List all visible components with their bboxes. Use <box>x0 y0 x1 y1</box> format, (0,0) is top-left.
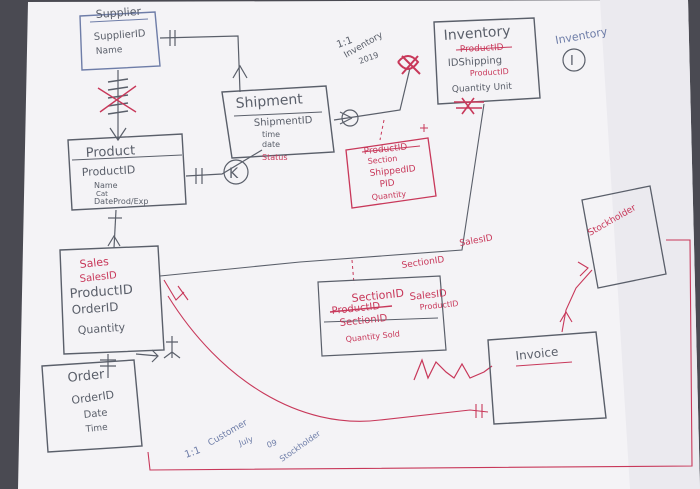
inventory-cardinality-1: 1:1 <box>335 35 354 51</box>
sales-title: Sales <box>79 255 110 271</box>
inventory-detail-attr-quantity: Quantity <box>371 189 407 202</box>
inventory-attr-shipping: IDShipping <box>448 55 503 69</box>
order-title: Order <box>67 367 106 386</box>
order-attr-id: OrderID <box>71 388 115 407</box>
section-invoice-relation <box>413 358 493 381</box>
order-entity: Order OrderID Date Time <box>41 359 143 453</box>
shipment-attr-date: date <box>262 140 280 149</box>
section-entity: SectionID ProductID SectionID Quantity S… <box>317 275 459 357</box>
inventory-detail-struck-2: Section <box>367 154 398 166</box>
sales-order-relation <box>100 336 181 378</box>
product-title: Product <box>85 143 135 161</box>
product-sales-relation <box>107 209 122 249</box>
supplier-shipment-relation <box>159 30 248 93</box>
product-attr-name: Name <box>94 181 118 190</box>
product-attr-id: ProductID <box>81 163 135 179</box>
sales-entity: Sales SalesID ProductID OrderID Quantity <box>59 245 165 355</box>
section-side-productid: ProductID <box>419 299 459 312</box>
product-marker: K <box>229 166 239 182</box>
shipment-attr-status: Status <box>262 153 288 162</box>
shipment-attr-time: time <box>262 130 280 139</box>
product-shipment-relation <box>185 149 263 185</box>
invoice-title: Invoice <box>515 345 559 363</box>
sales-attr-productid: ProductID <box>69 283 133 302</box>
supplier-title: Supplier <box>95 5 142 21</box>
section-side-salesid: SalesID <box>409 288 448 303</box>
section-attr-id-2: SectionID <box>339 313 388 329</box>
stockholder-order-relation <box>147 239 693 471</box>
order-attr-time: Time <box>84 423 108 435</box>
customer-note-09: 09 <box>266 438 279 450</box>
invoice-stockholder-relation <box>559 261 593 333</box>
supplier-product-relation <box>97 70 137 142</box>
supplier-attr-id: SupplierID <box>93 28 146 43</box>
inventory-detail-entity: ProductID Section ShippedID PID Quantity <box>345 119 437 209</box>
shipment-attr-id: ShipmentID <box>254 115 313 129</box>
sales-section-relation <box>163 279 489 422</box>
paper-shadow <box>600 0 700 489</box>
shipment-title: Shipment <box>235 91 304 112</box>
paper-sheet <box>18 0 700 489</box>
customer-note-ratio: 1:1 <box>183 445 202 461</box>
invoice-entity: Invoice <box>487 331 607 425</box>
product-entity: Product ProductID Name Cat DateProd/Exp <box>67 133 187 211</box>
supplier-entity: Supplier SupplierID Name <box>79 5 161 71</box>
inventory-attr-productid-2: ProductID <box>470 67 509 78</box>
inventory-sales-relation <box>159 103 485 277</box>
supplier-attr-name: Name <box>96 45 124 57</box>
inventory-detail-attr-pid: PID <box>379 178 395 190</box>
shipment-inventory-relation <box>333 67 411 127</box>
inventory-entity: Inventory ProductID IDShipping ProductID… <box>397 17 541 115</box>
inventory-detail-attr-shipped: ShippedID <box>369 164 416 179</box>
inventory-attr-quantity: Quantity Unit <box>452 82 513 95</box>
shipment-entity: Shipment ShipmentID time date Status <box>221 85 335 162</box>
product-attr-date: DateProd/Exp <box>94 197 148 206</box>
inventory-title: Inventory <box>443 23 511 44</box>
inventory-note-marker: I <box>570 54 574 69</box>
sales-attr-salesid: SalesID <box>79 270 118 285</box>
section-attr-id: SectionID <box>351 287 405 305</box>
order-attr-date: Date <box>83 408 108 421</box>
product-attr-cat: Cat <box>96 190 108 198</box>
sales-attr-quantity: Quantity <box>77 321 126 337</box>
sales-attr-orderid: OrderID <box>71 300 119 317</box>
